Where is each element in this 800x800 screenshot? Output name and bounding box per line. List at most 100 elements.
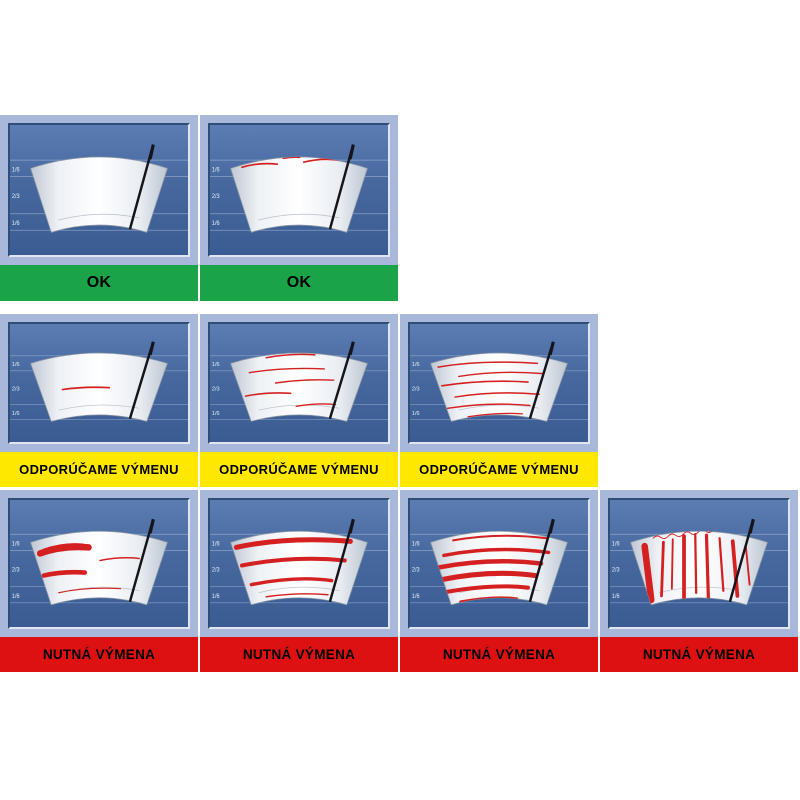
wiper-sweep-graphic: 1/6 2/3 1/6 [210, 341, 388, 422]
svg-text:2/3: 2/3 [612, 567, 620, 573]
status-bar-must: NUTNÁ VÝMENA [0, 637, 198, 672]
wiper-sweep-graphic: 1/6 2/3 1/6 [410, 518, 588, 606]
wiper-panel: 1/6 2/3 1/6 [8, 498, 190, 629]
status-bar-recommend: ODPORÚČAME VÝMENU [200, 452, 398, 487]
svg-text:2/3: 2/3 [12, 567, 20, 573]
red-streaks [233, 537, 353, 598]
red-streaks [436, 534, 551, 604]
svg-text:1/6: 1/6 [212, 221, 220, 227]
svg-text:2/3: 2/3 [412, 567, 420, 573]
wiper-panel: 1/6 2/3 1/6 [8, 123, 190, 257]
scale-labels: 1/6 2/3 1/6 [12, 541, 20, 600]
status-bar-ok: OK [200, 265, 398, 301]
water-line [258, 586, 340, 594]
wiper-test-image: 1/6 2/3 1/6 [400, 490, 598, 637]
status-label: NUTNÁ VÝMENA [442, 647, 556, 662]
status-bar-recommend: ODPORÚČAME VÝMENU [0, 452, 198, 487]
svg-text:1/6: 1/6 [12, 362, 20, 368]
red-streaks [244, 353, 337, 408]
wiper-test-image: 1/6 2/3 1/6 [400, 314, 598, 452]
wiper-panel: 1/6 2/3 1/6 [608, 498, 790, 629]
red-streaks [36, 543, 140, 594]
wiper-panel: 1/6 2/3 1/6 [208, 123, 390, 257]
scale-labels: 1/6 2/3 1/6 [12, 362, 20, 417]
severity-row-must: 1/6 2/3 1/6 NUTNÁ VÝMENA 1/6 [0, 490, 798, 672]
wiper-test-image: 1/6 2/3 1/6 [200, 115, 398, 265]
wiper-blade-tip-icon [348, 518, 355, 534]
svg-text:1/6: 1/6 [212, 594, 220, 600]
svg-text:2/3: 2/3 [212, 194, 220, 200]
status-bar-must: NUTNÁ VÝMENA [600, 637, 798, 672]
wiper-blade-icon [328, 524, 353, 603]
svg-text:2/3: 2/3 [12, 386, 20, 392]
svg-text:1/6: 1/6 [12, 541, 20, 547]
wiper-blade-tip-icon [548, 518, 555, 534]
wiper-test-image: 1/6 2/3 1/6 [0, 490, 198, 637]
wiper-blade-icon [728, 524, 753, 603]
svg-text:1/6: 1/6 [12, 221, 20, 227]
wiper-panel: 1/6 2/3 1/6 [208, 498, 390, 629]
status-bar-ok: OK [0, 265, 198, 301]
wiper-test-image: 1/6 2/3 1/6 [600, 490, 798, 637]
wiper-blade-tip-icon [148, 341, 155, 356]
scale-labels: 1/6 2/3 1/6 [12, 167, 20, 227]
svg-text:1/6: 1/6 [412, 411, 420, 417]
wiper-sweep-graphic: 1/6 2/3 1/6 [10, 341, 188, 422]
svg-text:1/6: 1/6 [612, 594, 620, 600]
wiper-test-cell-recommend-1: 1/6 2/3 1/6 ODPORÚČAME VÝMENU [0, 314, 198, 487]
svg-text:1/6: 1/6 [412, 362, 420, 368]
wiper-blade-icon [128, 524, 153, 603]
wiper-blade-icon [128, 347, 153, 419]
wiper-test-cell-must-4: 1/6 2/3 1/6 NUTNÁ VÝMENA [600, 490, 798, 672]
water-line [58, 404, 140, 411]
status-label: NUTNÁ VÝMENA [642, 647, 756, 662]
svg-text:1/6: 1/6 [212, 167, 220, 173]
svg-text:1/6: 1/6 [212, 411, 220, 417]
svg-text:1/6: 1/6 [412, 541, 420, 547]
status-bar-must: NUTNÁ VÝMENA [400, 637, 598, 672]
wiper-blade-icon [328, 347, 353, 419]
wiper-sweep-graphic: 1/6 2/3 1/6 [210, 144, 388, 233]
status-label: NUTNÁ VÝMENA [42, 647, 156, 662]
wiper-panel: 1/6 2/3 1/6 [408, 322, 590, 444]
svg-text:1/6: 1/6 [12, 167, 20, 173]
scale-labels: 1/6 2/3 1/6 [612, 541, 620, 600]
wiper-panel: 1/6 2/3 1/6 [408, 498, 590, 629]
svg-text:2/3: 2/3 [212, 567, 220, 573]
scale-labels: 1/6 2/3 1/6 [412, 541, 420, 600]
wiper-blade-tip-icon [348, 144, 355, 160]
status-label: OK [86, 274, 112, 291]
wiper-test-cell-recommend-2: 1/6 2/3 1/6 ODPORÚČAME VÝMENU [200, 314, 398, 487]
scale-labels: 1/6 2/3 1/6 [212, 541, 220, 600]
wiper-sweep-graphic: 1/6 2/3 1/6 [10, 518, 188, 606]
scale-labels: 1/6 2/3 1/6 [412, 362, 420, 417]
wiper-sweep-graphic: 1/6 2/3 1/6 [210, 518, 388, 606]
wiper-sweep-graphic: 1/6 2/3 1/6 [610, 518, 788, 606]
wiper-test-cell-ok-2: 1/6 2/3 1/6 OK [200, 115, 398, 301]
wiper-blade-icon [528, 524, 553, 603]
wiper-test-cell-must-3: 1/6 2/3 1/6 NUTNÁ VÝMENA [400, 490, 598, 672]
red-streaks [641, 531, 751, 604]
wiper-sweep-graphic: 1/6 2/3 1/6 [410, 341, 588, 422]
wiper-test-image: 1/6 2/3 1/6 [0, 314, 198, 452]
status-label: ODPORÚČAME VÝMENU [19, 462, 179, 477]
svg-text:1/6: 1/6 [212, 362, 220, 368]
wiper-test-cell-ok-1: 1/6 2/3 1/6 OK [0, 115, 198, 301]
water-line [258, 213, 340, 221]
svg-text:2/3: 2/3 [212, 386, 220, 392]
wiper-blade-tip-icon [148, 518, 155, 534]
svg-text:1/6: 1/6 [12, 411, 20, 417]
status-label: OK [286, 274, 312, 291]
wiper-blade-tip-icon [148, 144, 155, 160]
scale-labels: 1/6 2/3 1/6 [212, 362, 220, 417]
water-line [458, 404, 540, 411]
wiper-panel: 1/6 2/3 1/6 [8, 322, 190, 444]
wiper-test-cell-must-2: 1/6 2/3 1/6 NUTNÁ VÝMENA [200, 490, 398, 672]
wiper-blade-icon [128, 150, 153, 230]
wiper-blade-tip-icon [348, 341, 355, 356]
svg-text:1/6: 1/6 [612, 541, 620, 547]
water-line [58, 213, 140, 221]
severity-row-ok: 1/6 2/3 1/6 OK 1/6 2/3 [0, 115, 398, 301]
scale-labels: 1/6 2/3 1/6 [212, 167, 220, 227]
svg-text:1/6: 1/6 [412, 594, 420, 600]
